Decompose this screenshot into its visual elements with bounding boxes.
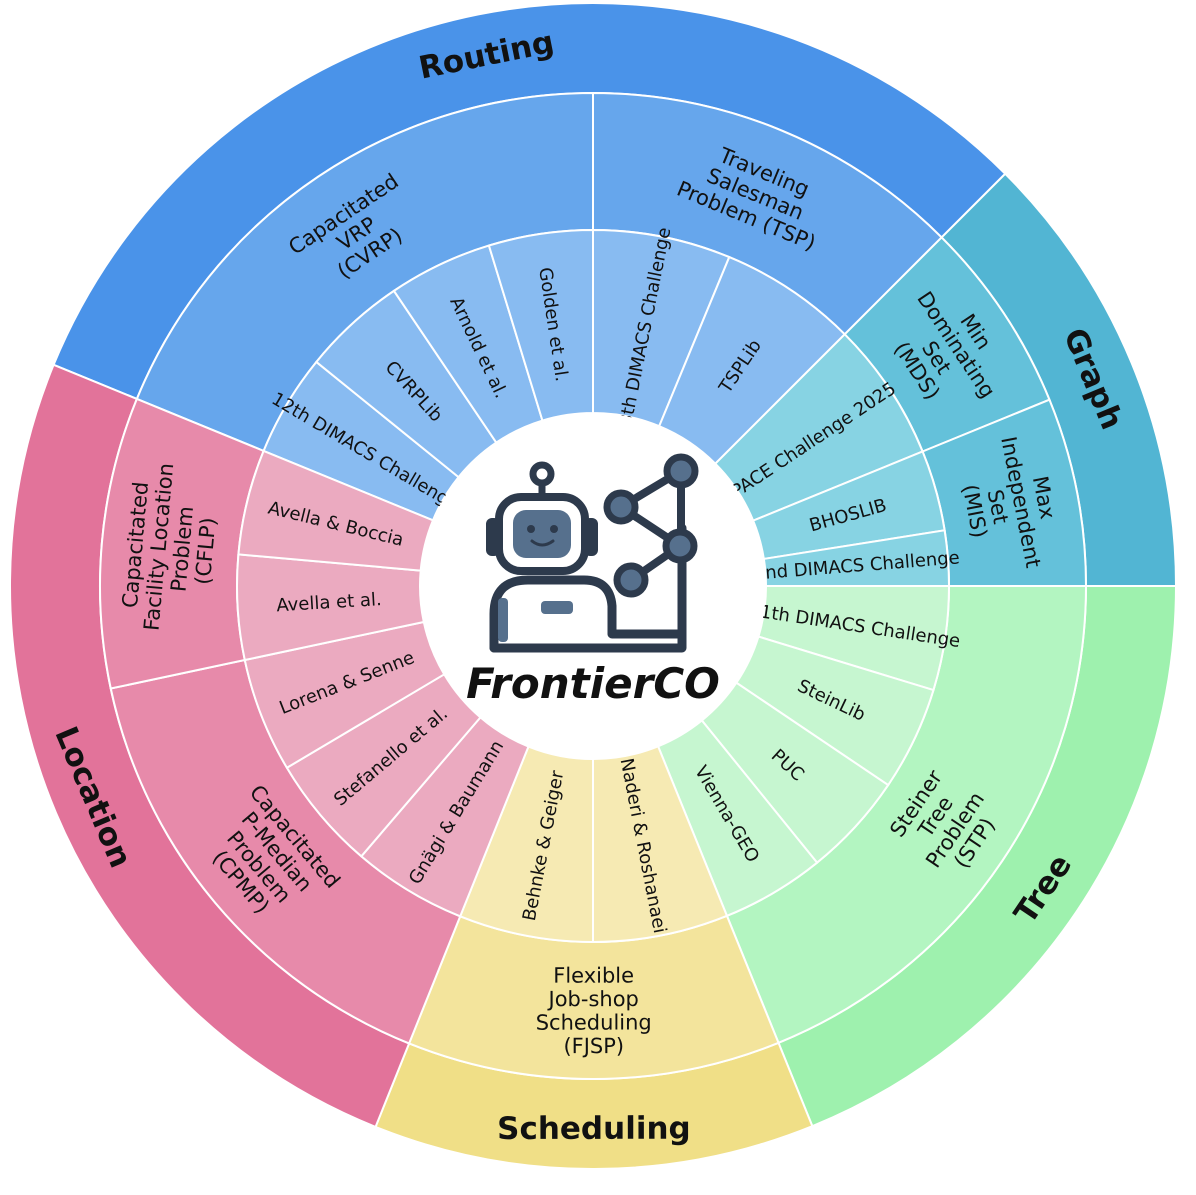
problem-label-line: (CFLP): [191, 516, 221, 585]
category-label-scheduling-line: Scheduling: [497, 1111, 691, 1147]
problem-label-line: Scheduling: [536, 1010, 652, 1034]
graph-node-icon: [662, 528, 698, 564]
robot-body-icon: [489, 523, 687, 653]
robot-base-icon: [489, 595, 687, 653]
graph-node-icon: [603, 489, 639, 525]
problem-label-line: (FJSP): [563, 1034, 624, 1058]
category-label-scheduling: Scheduling: [497, 1111, 691, 1147]
robot-eye-right-icon: [550, 525, 558, 533]
problem-label: CapacitatedFacility LocationProblem(CFLP…: [116, 460, 225, 636]
center-title: FrontierCO: [466, 659, 720, 708]
graph-node-icon: [613, 562, 649, 598]
robot-with-graph-icon: [486, 453, 699, 653]
problem-label-line: Job-shop: [546, 987, 638, 1011]
graph-node-icon: [663, 453, 699, 489]
sunburst-rings: [9, 2, 1178, 1170]
problem-label-line: Flexible: [553, 964, 634, 988]
robot-smile-icon: [530, 539, 555, 547]
center-hub: FrontierCO: [420, 413, 766, 759]
robot-chest-panel-icon: [541, 601, 573, 614]
robot-arm-icon: [498, 598, 508, 642]
robot-eye-left-icon: [527, 525, 535, 533]
robot-face-icon: [513, 510, 571, 558]
